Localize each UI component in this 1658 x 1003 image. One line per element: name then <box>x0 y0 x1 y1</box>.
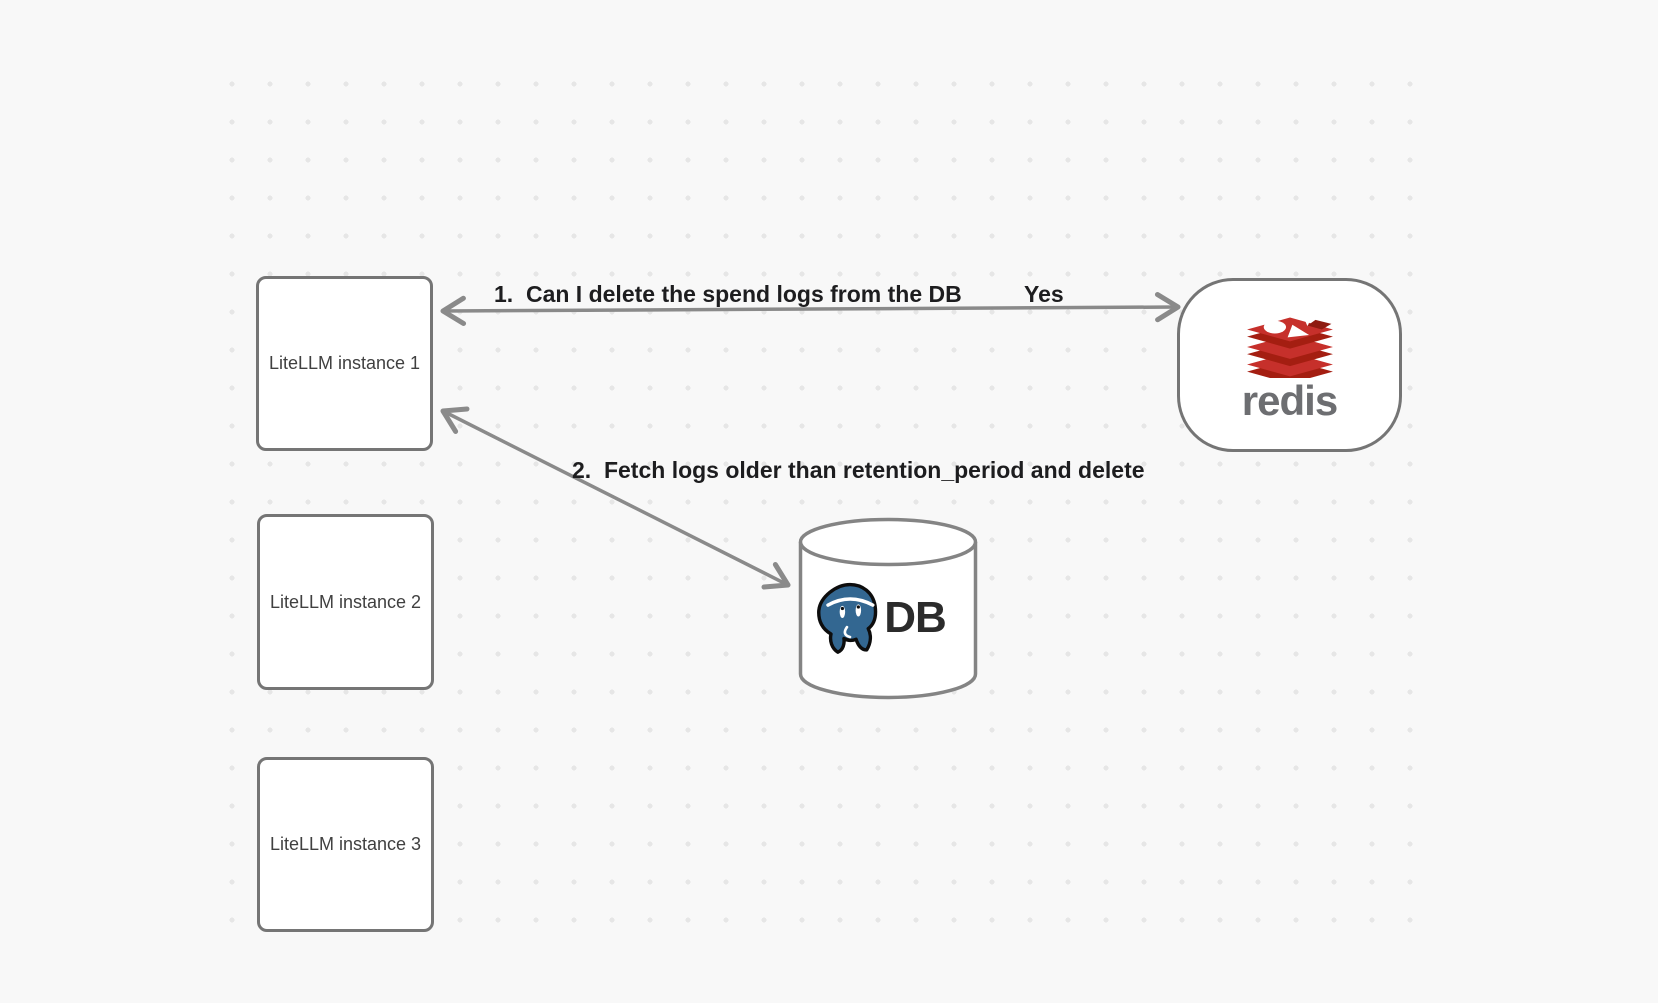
node-litellm-instance-2[interactable]: LiteLLM instance 2 <box>257 514 434 690</box>
redis-logo-icon <box>1246 308 1333 378</box>
edge-response-yes[interactable]: Yes <box>1024 281 1064 307</box>
db-node-content: DB <box>799 568 977 668</box>
postgresql-icon <box>817 582 878 654</box>
node-label: LiteLLM instance 3 <box>269 834 422 855</box>
redis-wordmark: redis <box>1241 377 1338 424</box>
db-label: DB <box>884 593 947 642</box>
node-redis[interactable]: redis <box>1177 278 1402 452</box>
edge-label-2[interactable]: 2. Fetch logs older than retention_perio… <box>572 457 1145 483</box>
node-label: LiteLLM instance 2 <box>269 591 422 612</box>
edge-label-1[interactable]: 1. Can I delete the spend logs from the … <box>494 281 962 307</box>
node-litellm-instance-1[interactable]: LiteLLM instance 1 <box>256 276 433 451</box>
node-label: LiteLLM instance 1 <box>268 353 421 374</box>
node-db-cylinder[interactable] <box>797 517 979 701</box>
node-litellm-instance-3[interactable]: LiteLLM instance 3 <box>257 757 434 932</box>
